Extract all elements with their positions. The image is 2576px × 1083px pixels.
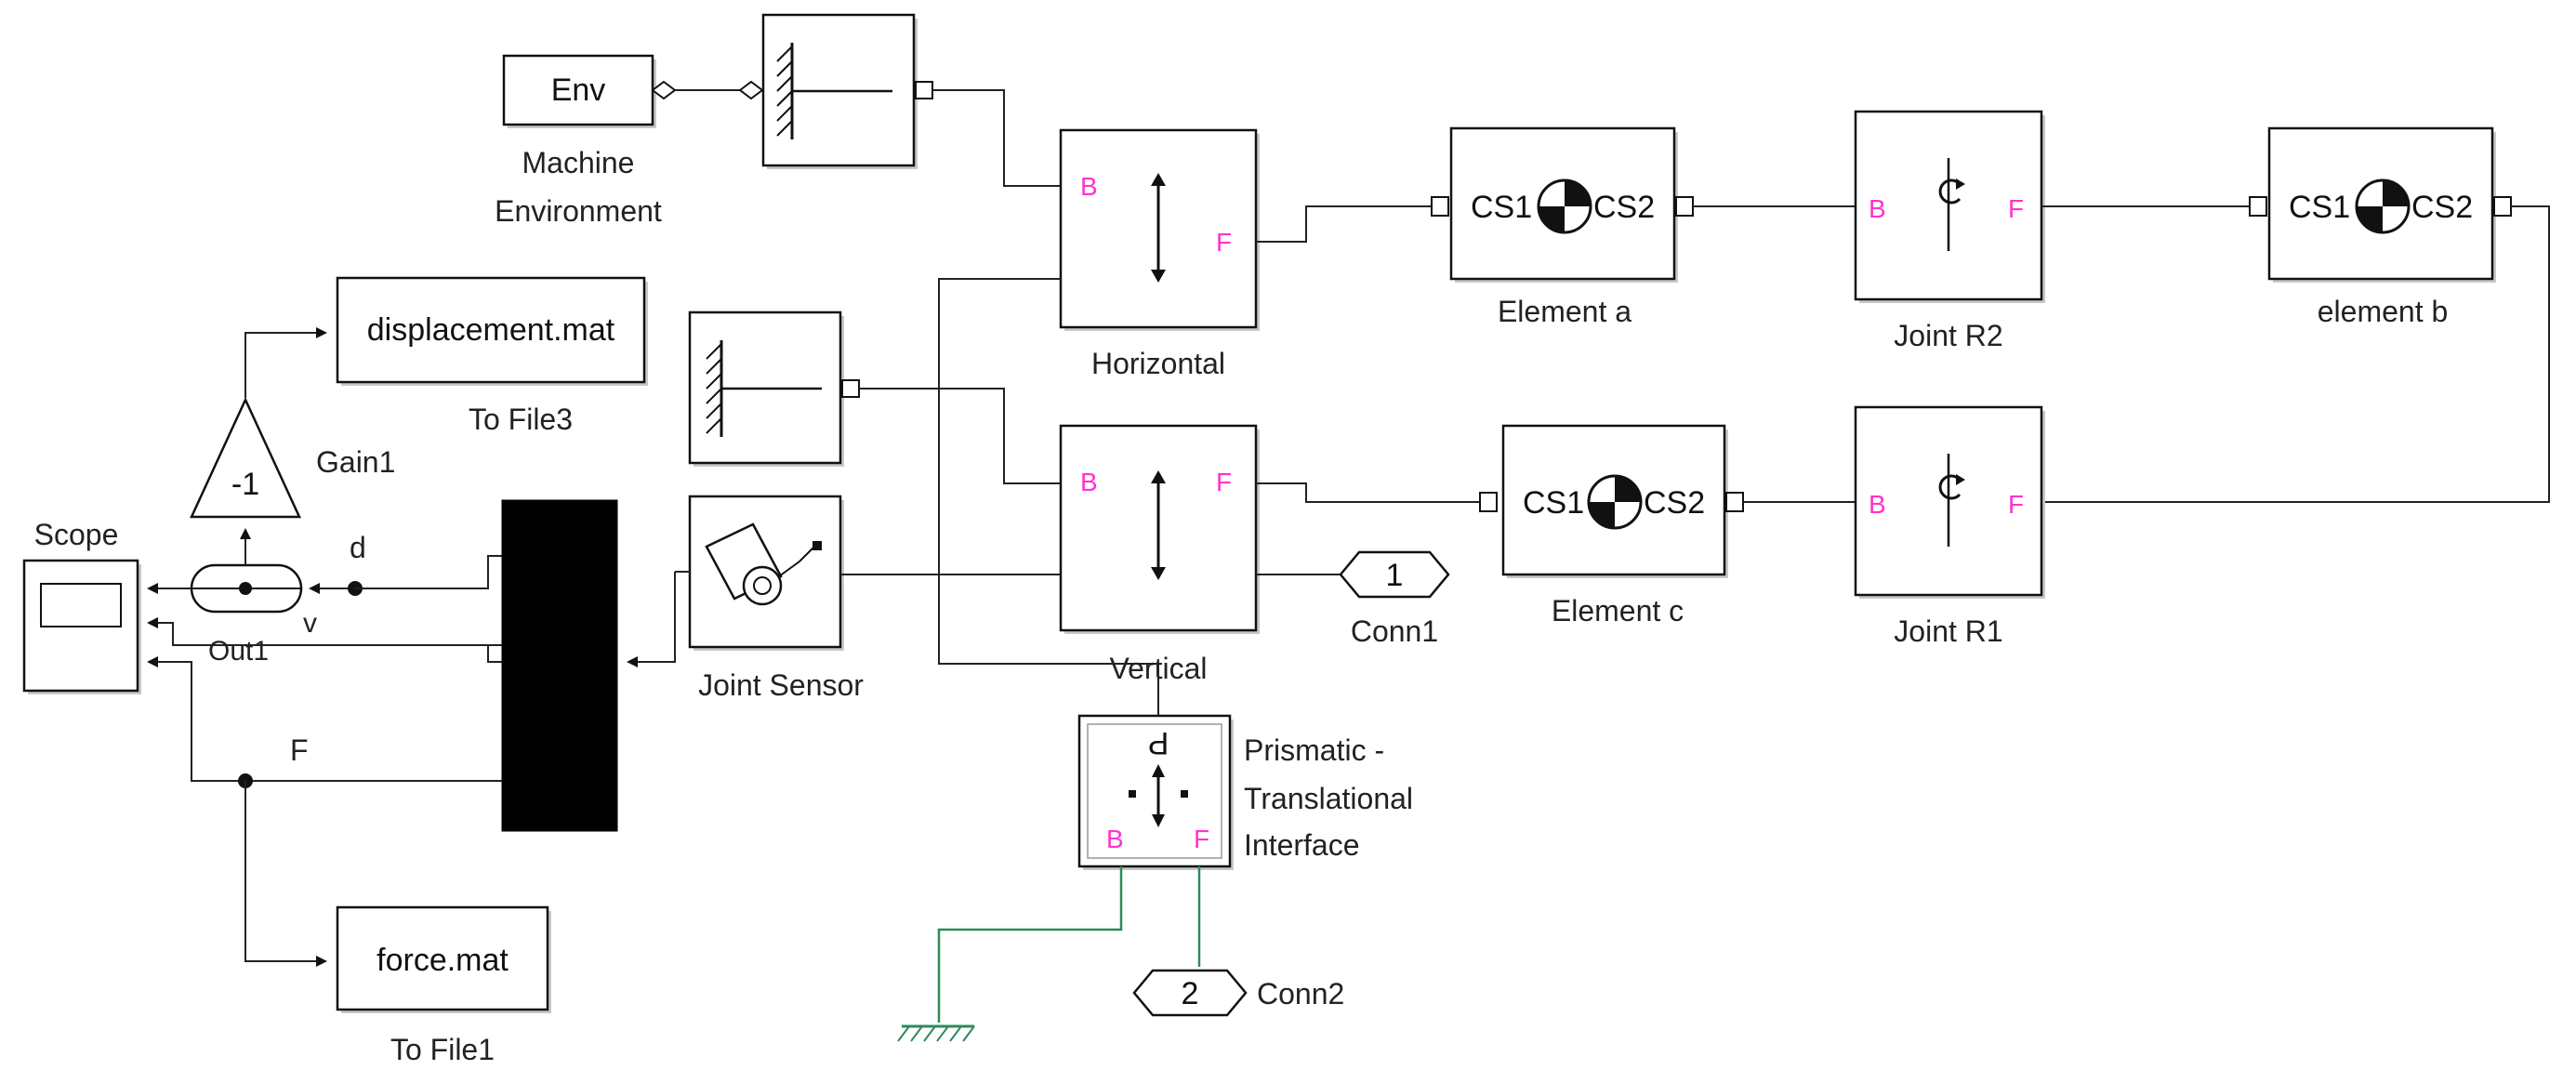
conn1-text: 1 xyxy=(1386,558,1404,593)
element-a-port-left-icon xyxy=(1431,196,1449,217)
element-b-label: element b xyxy=(2318,295,2449,328)
ground-top-port-icon xyxy=(915,81,933,99)
element-a-label: Element a xyxy=(1498,295,1631,328)
joint-r1-block[interactable]: B F xyxy=(1854,405,2045,599)
ground-mid-port-icon xyxy=(841,379,860,398)
out1-label: Out1 xyxy=(208,636,269,667)
horizontal-port-b: B xyxy=(1080,172,1098,201)
ground-icon xyxy=(897,1024,975,1042)
displacement-file-text: displacement.mat xyxy=(367,312,615,348)
prismatic-port-f: F xyxy=(1194,825,1209,853)
center-of-gravity-icon xyxy=(2355,178,2411,234)
element-b-port-right-icon xyxy=(2493,196,2512,217)
conn2-text: 2 xyxy=(1182,976,1199,1011)
element-a-block[interactable]: CS1 CS2 xyxy=(1431,126,1694,283)
element-b-cs2: CS2 xyxy=(2411,190,2473,225)
prismatic-port-b: B xyxy=(1106,825,1124,853)
scope-screen-icon xyxy=(40,583,122,627)
element-b-port-left-icon xyxy=(2249,196,2267,217)
ground-top-block[interactable] xyxy=(761,13,918,169)
conn1-label: Conn1 xyxy=(1351,614,1438,648)
joint-sensor-label: Joint Sensor xyxy=(698,668,864,702)
joint-r1-port-b: B xyxy=(1869,490,1886,519)
element-a-cs2: CS2 xyxy=(1593,190,1655,225)
joint-r2-port-f: F xyxy=(2008,194,2024,223)
ground-port-icon xyxy=(738,80,764,100)
prismatic-label-2: Translational xyxy=(1244,782,1413,815)
horizontal-block[interactable]: B F xyxy=(1059,128,1260,331)
element-b-block[interactable]: CS1 CS2 xyxy=(2249,126,2512,283)
joint-r1-label: Joint R1 xyxy=(1894,614,2002,648)
ground-icon xyxy=(706,340,822,437)
vertical-port-f: F xyxy=(1216,468,1232,496)
conn1-port[interactable]: 1 xyxy=(1339,550,1450,599)
ground-icon xyxy=(776,43,892,139)
scope-block[interactable] xyxy=(22,559,141,694)
joint-r2-block[interactable]: B F xyxy=(1854,110,2045,303)
to-file1-label: To File1 xyxy=(390,1033,495,1066)
vertical-port-b: B xyxy=(1080,468,1098,496)
prismatic-arrow-icon xyxy=(1151,173,1166,283)
prismatic-interface-block[interactable]: P B F xyxy=(1077,714,1234,870)
demux-block[interactable] xyxy=(501,499,618,832)
gain-text: -1 xyxy=(231,467,259,502)
machine-env-label: Machine xyxy=(522,146,635,179)
force-file-block[interactable]: force.mat xyxy=(336,905,551,1013)
center-of-gravity-icon xyxy=(1587,474,1643,530)
element-b-cs1: CS1 xyxy=(2289,190,2350,225)
joint-r1-port-f: F xyxy=(2008,490,2024,519)
prismatic-label-3: Interface xyxy=(1244,828,1360,862)
joint-sensor-block[interactable] xyxy=(688,495,844,651)
signal-v-label: v xyxy=(303,608,317,639)
element-c-port-left-icon xyxy=(1479,492,1498,512)
element-c-block[interactable]: CS1 CS2 xyxy=(1479,424,1744,578)
machine-env-label-2: Environment xyxy=(495,194,662,228)
out1-block[interactable] xyxy=(190,563,303,614)
prismatic-port-p: P xyxy=(1148,725,1169,760)
element-c-cs2: CS2 xyxy=(1644,485,1705,521)
vertical-block[interactable]: B F xyxy=(1059,424,1260,634)
env-block[interactable]: Env xyxy=(502,54,656,128)
prismatic-arrow-icon xyxy=(1151,470,1166,580)
gain1-label: Gain1 xyxy=(316,445,395,479)
horizontal-label: Horizontal xyxy=(1091,347,1225,380)
prismatic-arrow-icon xyxy=(1129,764,1188,827)
env-text: Env xyxy=(551,73,606,108)
force-file-text: force.mat xyxy=(376,943,509,978)
prismatic-label-1: Prismatic - xyxy=(1244,733,1384,767)
displacement-file-block[interactable]: displacement.mat xyxy=(336,276,648,386)
conn2-port[interactable]: 2 xyxy=(1132,969,1248,1017)
joint-r2-port-b: B xyxy=(1869,194,1886,223)
element-c-cs1: CS1 xyxy=(1523,485,1584,521)
joint-r2-label: Joint R2 xyxy=(1894,319,2002,352)
joint-sensor-icon xyxy=(705,522,822,606)
horizontal-port-f: F xyxy=(1216,228,1232,257)
signal-f-label: F xyxy=(290,733,309,767)
element-c-port-right-icon xyxy=(1725,492,1744,512)
to-file3-label: To File3 xyxy=(469,403,573,436)
signal-d-label: d xyxy=(350,531,366,564)
element-a-cs1: CS1 xyxy=(1471,190,1532,225)
revolute-icon xyxy=(1938,158,1965,251)
element-c-label: Element c xyxy=(1552,594,1684,627)
ground-mid-block[interactable] xyxy=(688,310,844,467)
scope-label: Scope xyxy=(34,518,119,551)
conn2-label: Conn2 xyxy=(1257,977,1344,1010)
element-a-port-right-icon xyxy=(1675,196,1694,217)
gain-block[interactable]: -1 xyxy=(190,397,301,519)
center-of-gravity-icon xyxy=(1537,178,1592,234)
revolute-icon xyxy=(1938,454,1965,547)
